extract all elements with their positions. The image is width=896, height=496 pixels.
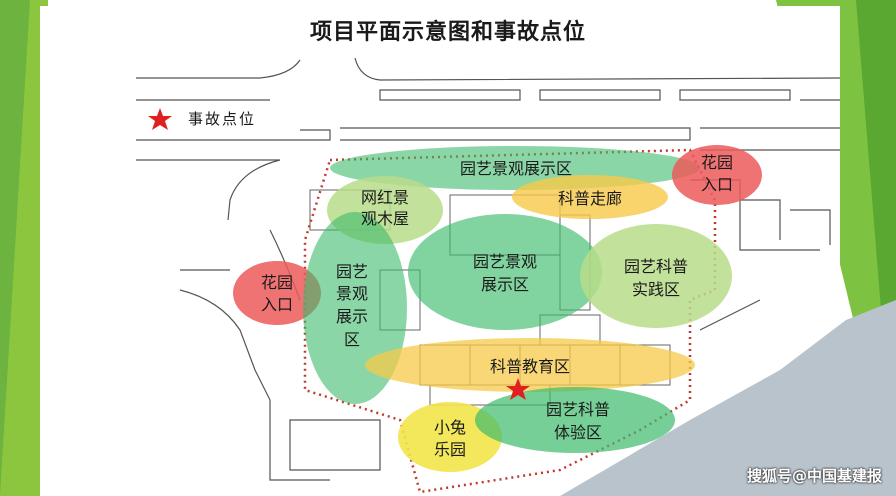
- legend-label: 事故点位: [188, 110, 257, 128]
- zone-zhanshi-center: [408, 214, 602, 330]
- zone-label: 花园: [261, 273, 293, 292]
- zone-label: 区: [344, 330, 360, 349]
- zone-huayuan-ne: [672, 145, 762, 205]
- zone-label: 园艺科普: [546, 400, 610, 419]
- zone-label: 小兔: [434, 418, 466, 437]
- zone-label: 实践区: [632, 280, 680, 299]
- red-star-icon: [148, 108, 172, 130]
- water-area-edge: [846, 300, 896, 496]
- zone-label: 展示区: [481, 275, 529, 294]
- zone-jiaoyu: [365, 338, 695, 392]
- zone-huayuan-w: [233, 261, 321, 325]
- zone-label: 花园: [701, 153, 733, 172]
- zone-label: 园艺景观展示区: [460, 159, 572, 178]
- zone-label: 科普走廊: [558, 189, 622, 208]
- watermark: 搜狐号@中国基建报: [746, 467, 882, 485]
- zone-label: 入口: [701, 175, 733, 194]
- zone-label: 景观: [336, 284, 368, 303]
- zone-label: 网红景: [361, 188, 409, 207]
- zone-label: 入口: [261, 295, 293, 314]
- zone-label: 园艺: [336, 262, 368, 281]
- zone-kepu-zoulang: [512, 175, 668, 219]
- zone-label: 观木屋: [361, 209, 409, 228]
- zone-label: 体验区: [554, 423, 602, 442]
- page-title: 项目平面示意图和事故点位: [309, 20, 586, 45]
- zone-tiyan: [475, 387, 675, 453]
- zone-label: 乐园: [434, 440, 466, 459]
- zone-label: 园艺科普: [624, 257, 688, 276]
- water-area: [560, 320, 846, 496]
- road-lines: [136, 57, 841, 481]
- left-green-stripe: [0, 0, 30, 496]
- red-star-icon: [506, 378, 530, 400]
- zone-label: 科普教育区: [490, 357, 570, 376]
- zone-label: 园艺景观: [473, 252, 537, 271]
- zone-label: 展示: [336, 307, 368, 326]
- zone-shijian: [580, 224, 732, 328]
